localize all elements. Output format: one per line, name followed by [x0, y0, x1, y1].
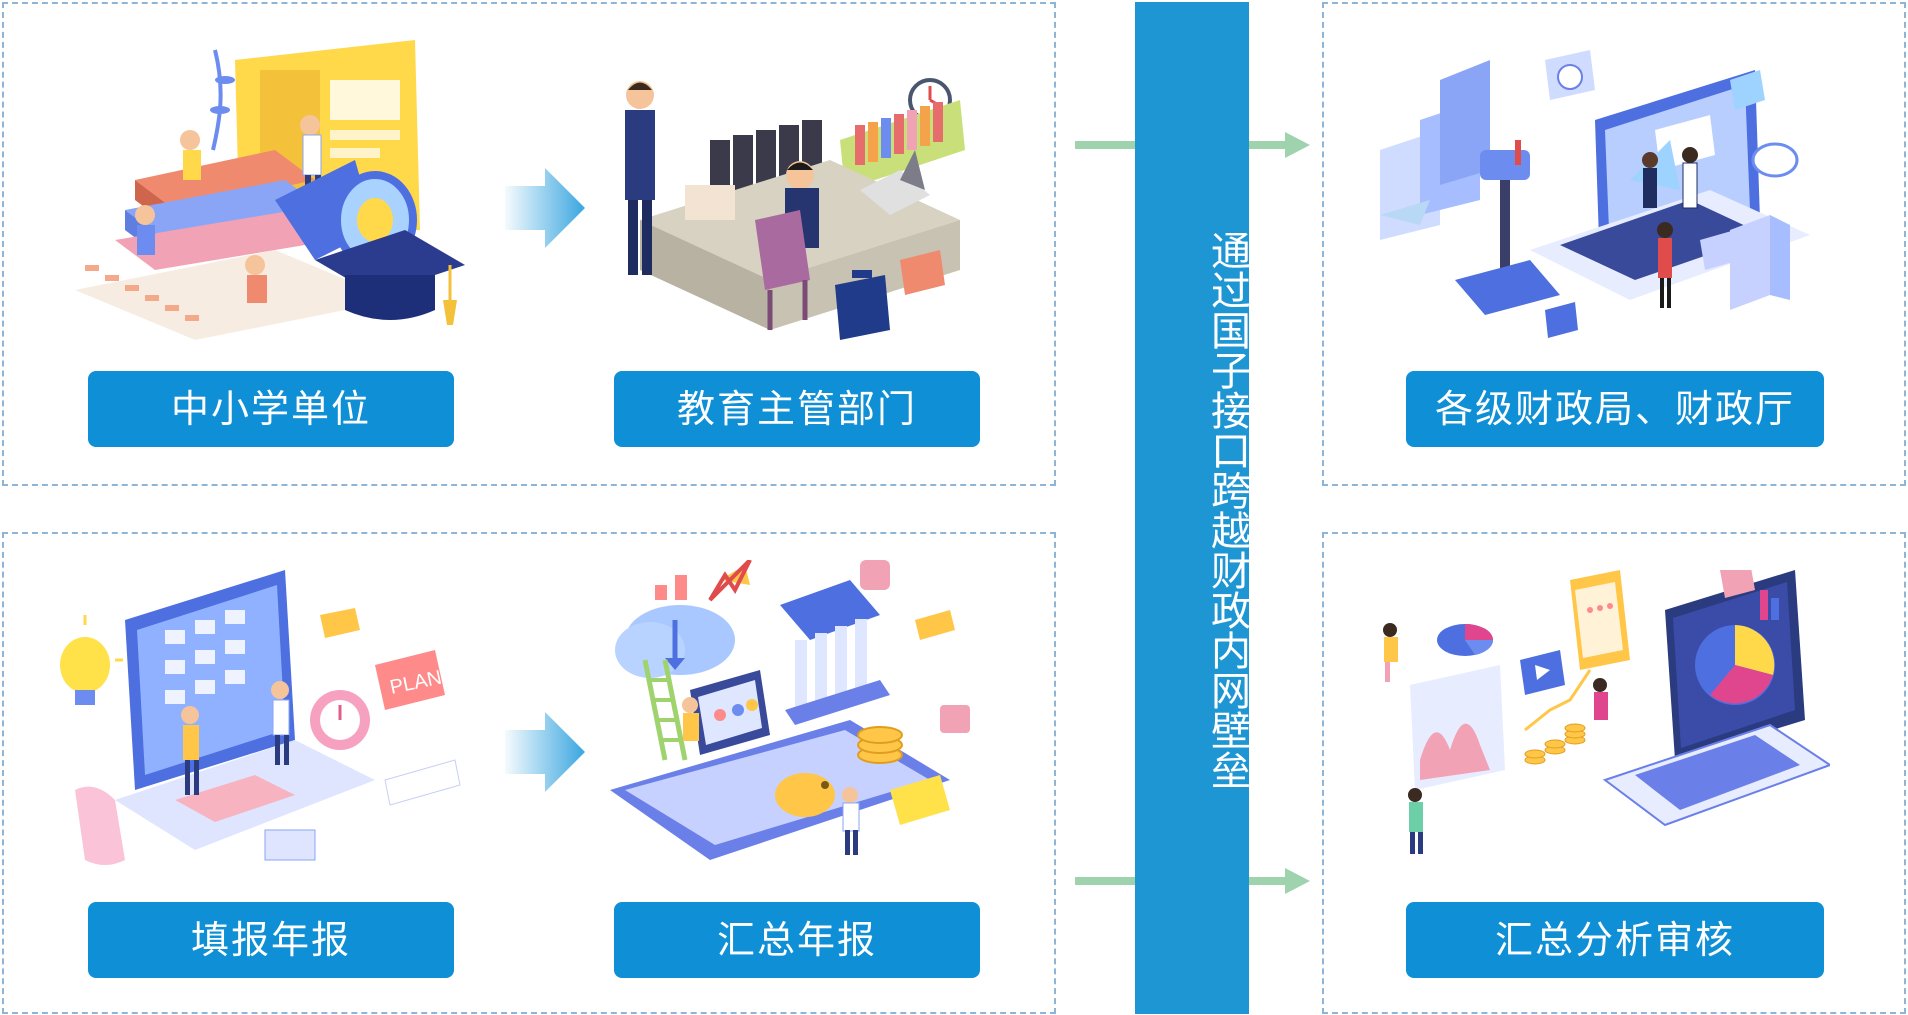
school-illustration [75, 40, 465, 340]
arrow-school-to-edu [505, 168, 585, 248]
step-label-summary-report: 汇总年报 [614, 902, 980, 978]
step-label-edu-dept: 教育主管部门 [614, 371, 980, 447]
step-label-finance: 各级财政局、财政厅 [1406, 371, 1824, 447]
fill-report-illustration: PLAN [60, 570, 461, 865]
network-barrier-bar [1135, 2, 1249, 1014]
step-label-analysis: 汇总分析审核 [1406, 902, 1824, 978]
finance-illustration [1380, 50, 1810, 338]
edu-dept-illustration [625, 78, 965, 340]
arrow-fill-to-summary [505, 712, 585, 792]
step-label-school: 中小学单位 [88, 371, 454, 447]
summary-report-illustration [610, 560, 970, 860]
analysis-illustration [1383, 570, 1830, 854]
step-label-fill-report: 填报年报 [88, 902, 454, 978]
network-barrier-label: 通过国子接口跨越财政内网壁垒 [1204, 230, 1250, 790]
